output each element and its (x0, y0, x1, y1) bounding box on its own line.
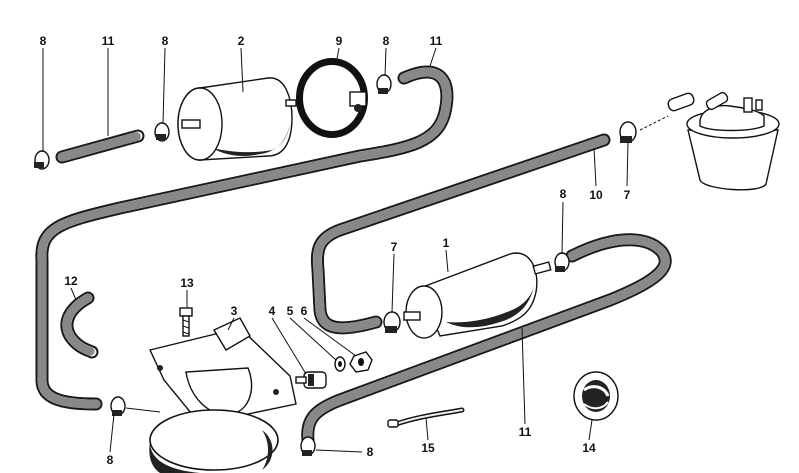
hose-clamp (383, 311, 401, 333)
callout-vent-hose: 15 (421, 441, 435, 455)
washer (334, 356, 346, 372)
callout-hose-top-right: 11 (430, 34, 443, 48)
hose-clamp (554, 252, 570, 272)
callout-hose-bottom: 11 (519, 425, 532, 439)
hose-clamp (376, 74, 392, 94)
pump-clamp-ring (149, 409, 279, 473)
hose-top-left-straight (55, 129, 145, 164)
hose-clamp (34, 150, 50, 170)
callout-hose-to-tank: 10 (589, 188, 603, 202)
vent-hose (387, 407, 465, 428)
hose-clamp (300, 436, 316, 456)
callout-rubber-mount: 4 (269, 304, 276, 318)
callout-nut: 6 (301, 304, 308, 318)
hose-pump-outlet (301, 233, 672, 447)
callout-strap-bracket: 9 (336, 34, 343, 48)
tank-sender-fitting (639, 91, 780, 191)
pump-bracket (149, 317, 297, 425)
bolt (179, 307, 193, 337)
callout-hose-bend: 12 (64, 274, 78, 288)
callout-clamp-top-right: 8 (383, 34, 390, 48)
hose-bend-12 (60, 291, 99, 359)
callout-bolt: 13 (180, 276, 194, 290)
callout-clamp-top-left: 8 (40, 34, 47, 48)
fuel-pump (403, 252, 552, 339)
callout-clamp-tank: 7 (624, 188, 631, 202)
callout-fuel-pump: 1 (443, 236, 450, 250)
hose-clamp (619, 121, 637, 143)
callout-clamp-bottom-mid: 8 (367, 445, 374, 459)
grommet (573, 371, 619, 421)
callout-pump-bracket: 3 (231, 304, 238, 318)
callout-clamp-top-mid: 8 (162, 34, 169, 48)
callout-clamp-pump-right: 8 (560, 187, 567, 201)
hose-clamp (154, 122, 170, 142)
callout-hose-top-left: 11 (102, 34, 115, 48)
hose-clamp (110, 396, 161, 416)
callout-filter: 2 (238, 34, 245, 48)
hose-long-loop (35, 65, 454, 411)
nut (349, 351, 373, 373)
callout-washer: 5 (287, 304, 294, 318)
callout-numbers: 8 11 8 2 9 8 11 10 7 8 1 7 12 13 3 4 5 6… (40, 34, 631, 467)
fuel-filter (177, 77, 297, 161)
hose-to-tank (310, 133, 611, 335)
callout-clamp-pump-left: 7 (391, 240, 398, 254)
callout-grommet: 14 (582, 441, 596, 455)
leader-lines (42, 47, 629, 453)
callout-clamp-bottom-left: 8 (107, 453, 114, 467)
rubber-mount (295, 371, 327, 389)
strap-bracket (296, 58, 368, 138)
